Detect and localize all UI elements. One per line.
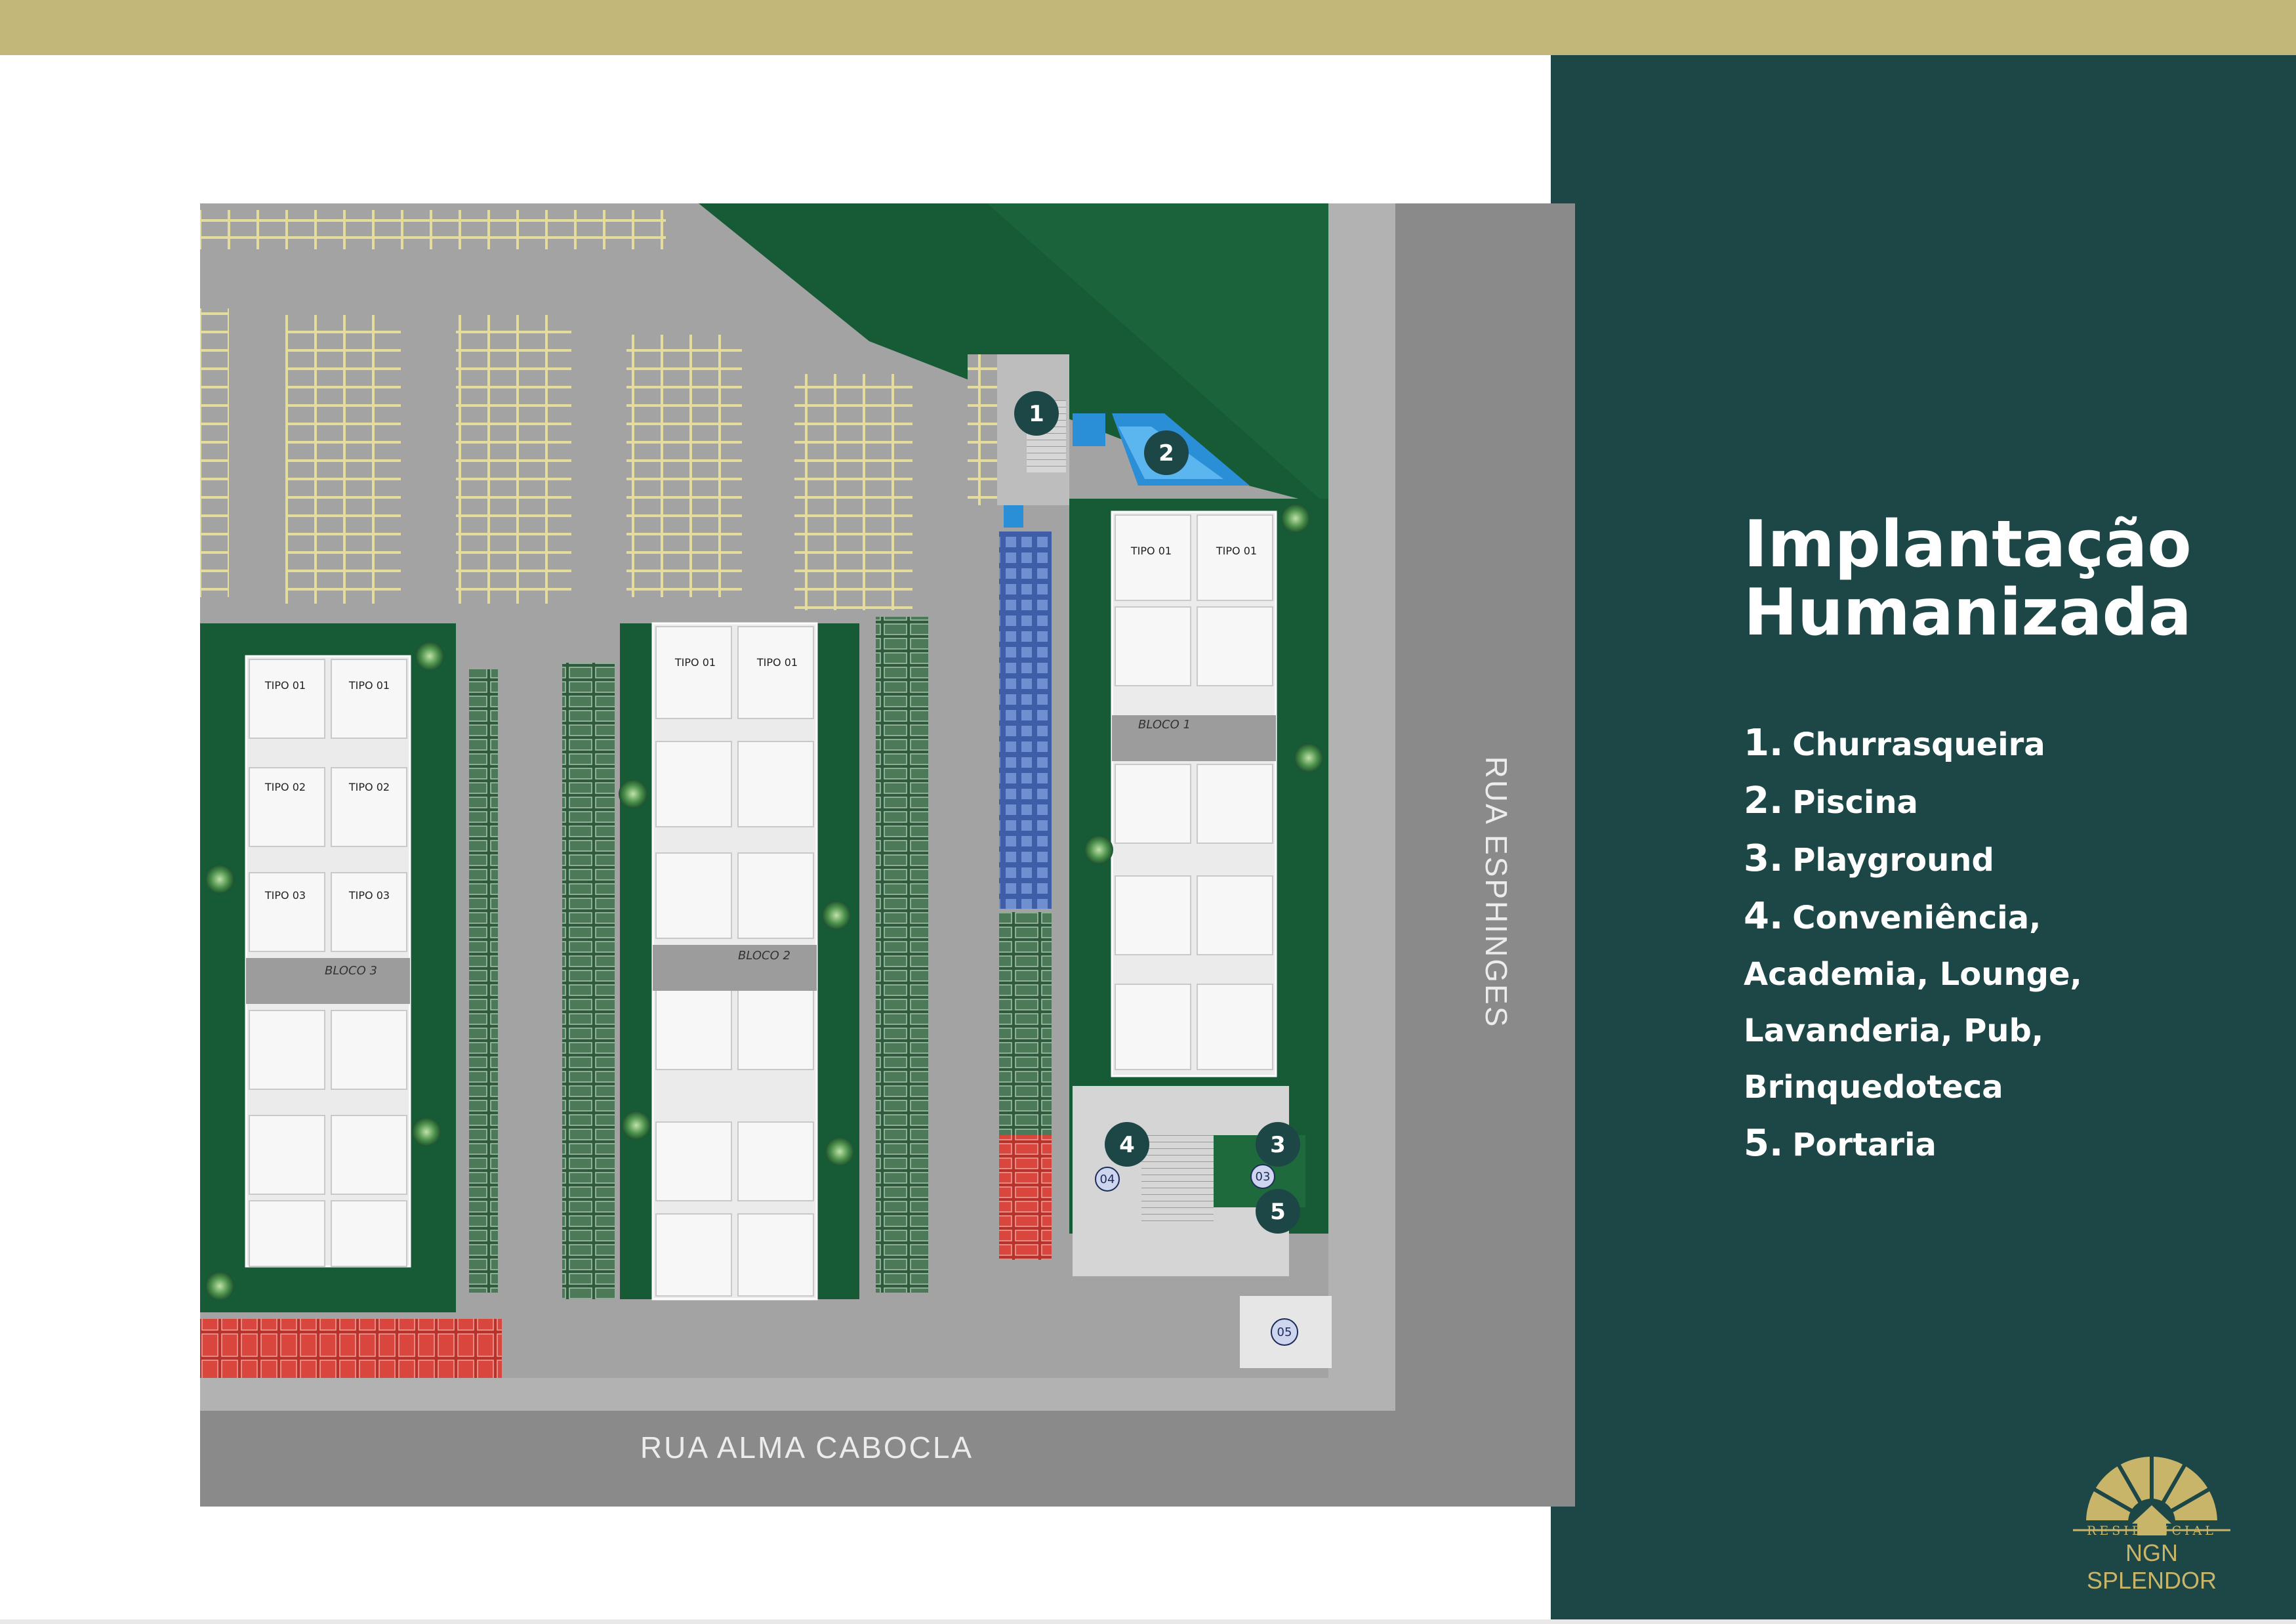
unit-type-label: TIPO 01 (674, 656, 716, 669)
title-line-2: Humanizada (1744, 575, 2192, 650)
marker-4: 4 (1119, 1132, 1135, 1158)
bloco-3-label: BLOCO 3 (325, 964, 377, 978)
unit-type-label: TIPO 01 (264, 679, 306, 692)
marker-5: 5 (1270, 1199, 1286, 1225)
page-title: Implantação Humanizada (1744, 510, 2192, 647)
unit-type-label: TIPO 02 (348, 781, 390, 793)
badge-03: 03 (1256, 1170, 1271, 1184)
amenities-legend: 1.Churrasqueira 2.Piscina 3.Playground 4… (1744, 715, 2137, 1173)
title-line-1: Implantação (1744, 507, 2192, 582)
bottom-strip (0, 1619, 2296, 1624)
logo-name: NGN SPLENDOR (2086, 1539, 2217, 1594)
legend-item-continued: Brinquedoteca (1744, 1069, 2003, 1106)
logo-subtitle: ·RESIDENCIAL· (2080, 1524, 2224, 1538)
bloco-2-label: BLOCO 2 (738, 949, 790, 963)
unit-type-label: TIPO 01 (1130, 545, 1172, 557)
legend-item: 3.Playground (1744, 837, 1994, 880)
unit-type-label: TIPO 02 (264, 781, 306, 793)
site-plan: RUA ALMA CABOCLA RUA ESPHINGES BLOCO 3 B… (200, 203, 1575, 1507)
legend-item: 1.Churrasqueira (1744, 722, 2045, 764)
legend-item: 2.Piscina (1744, 780, 1918, 822)
unit-type-label: TIPO 01 (756, 656, 798, 669)
marker-2: 2 (1158, 440, 1174, 467)
unit-type-label: TIPO 01 (1216, 545, 1257, 557)
badge-04: 04 (1100, 1173, 1115, 1186)
unit-type-label: TIPO 03 (264, 889, 306, 902)
street-bottom-label: RUA ALMA CABOCLA (640, 1430, 974, 1465)
unit-type-label: TIPO 01 (348, 679, 390, 692)
bloco-1-label: BLOCO 1 (1138, 718, 1191, 732)
street-right-label: RUA ESPHINGES (1479, 757, 1513, 1029)
legend-panel (1551, 55, 2296, 1624)
unit-type-label: TIPO 03 (348, 889, 390, 902)
top-accent-bar (0, 0, 2296, 55)
legend-item: 5.Portaria (1744, 1122, 1937, 1165)
brand-logo (2073, 1457, 2230, 1546)
legend-item-continued: Academia, Lounge, (1744, 956, 2082, 993)
marker-1: 1 (1029, 401, 1044, 427)
badge-05: 05 (1277, 1325, 1292, 1339)
legend-item: 4.Conveniência, (1744, 895, 2041, 938)
marker-3: 3 (1270, 1132, 1286, 1158)
legend-item-continued: Lavanderia, Pub, (1744, 1012, 2044, 1049)
